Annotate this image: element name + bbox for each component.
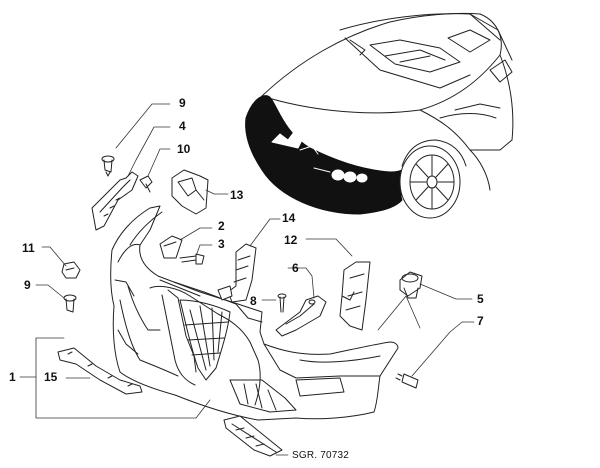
part-15-strip (57, 347, 143, 395)
callout-14: 14 (282, 211, 296, 225)
car-front-illustration (261, 12, 514, 191)
callout-15: 15 (44, 370, 58, 384)
part-3-screw (179, 253, 205, 265)
callout-6: 6 (292, 261, 299, 275)
callout-2: 2 (218, 219, 225, 233)
callout-12: 12 (284, 233, 298, 247)
part-4-bracket (91, 171, 139, 231)
car-wheel (399, 139, 467, 219)
front-bumper (110, 205, 399, 421)
part-8-screw (277, 293, 287, 313)
drawing-reference-code: SGR. 70732 (292, 450, 350, 461)
leader-lines (19, 103, 475, 456)
part-6-bracket (275, 295, 327, 337)
callout-1: 1 (9, 370, 16, 384)
callout-9-upper: 9 (179, 96, 186, 110)
callout-4: 4 (179, 119, 186, 133)
callout-11: 11 (22, 241, 35, 255)
callout-7: 7 (477, 314, 484, 328)
callout-13: 13 (230, 188, 244, 202)
callout-9-lower: 9 (24, 278, 31, 292)
part-2-clip (159, 235, 183, 259)
part-9-clip-upper (101, 155, 115, 177)
part-5-clip (399, 271, 423, 299)
part-12-bracket (339, 261, 371, 331)
callout-5: 5 (477, 292, 484, 306)
part-11-clip (61, 261, 81, 279)
callout-3: 3 (218, 237, 225, 251)
part-14-bracket (217, 243, 257, 303)
part-10-screw (139, 175, 153, 193)
part-7-bolt (395, 373, 419, 389)
callout-8: 8 (250, 294, 257, 308)
callout-10: 10 (177, 142, 191, 156)
car-bumper-silhouette (245, 95, 413, 215)
part-13-guide (171, 169, 209, 215)
part-9-clip-lower (63, 294, 77, 313)
license-plate-bracket (223, 415, 283, 457)
